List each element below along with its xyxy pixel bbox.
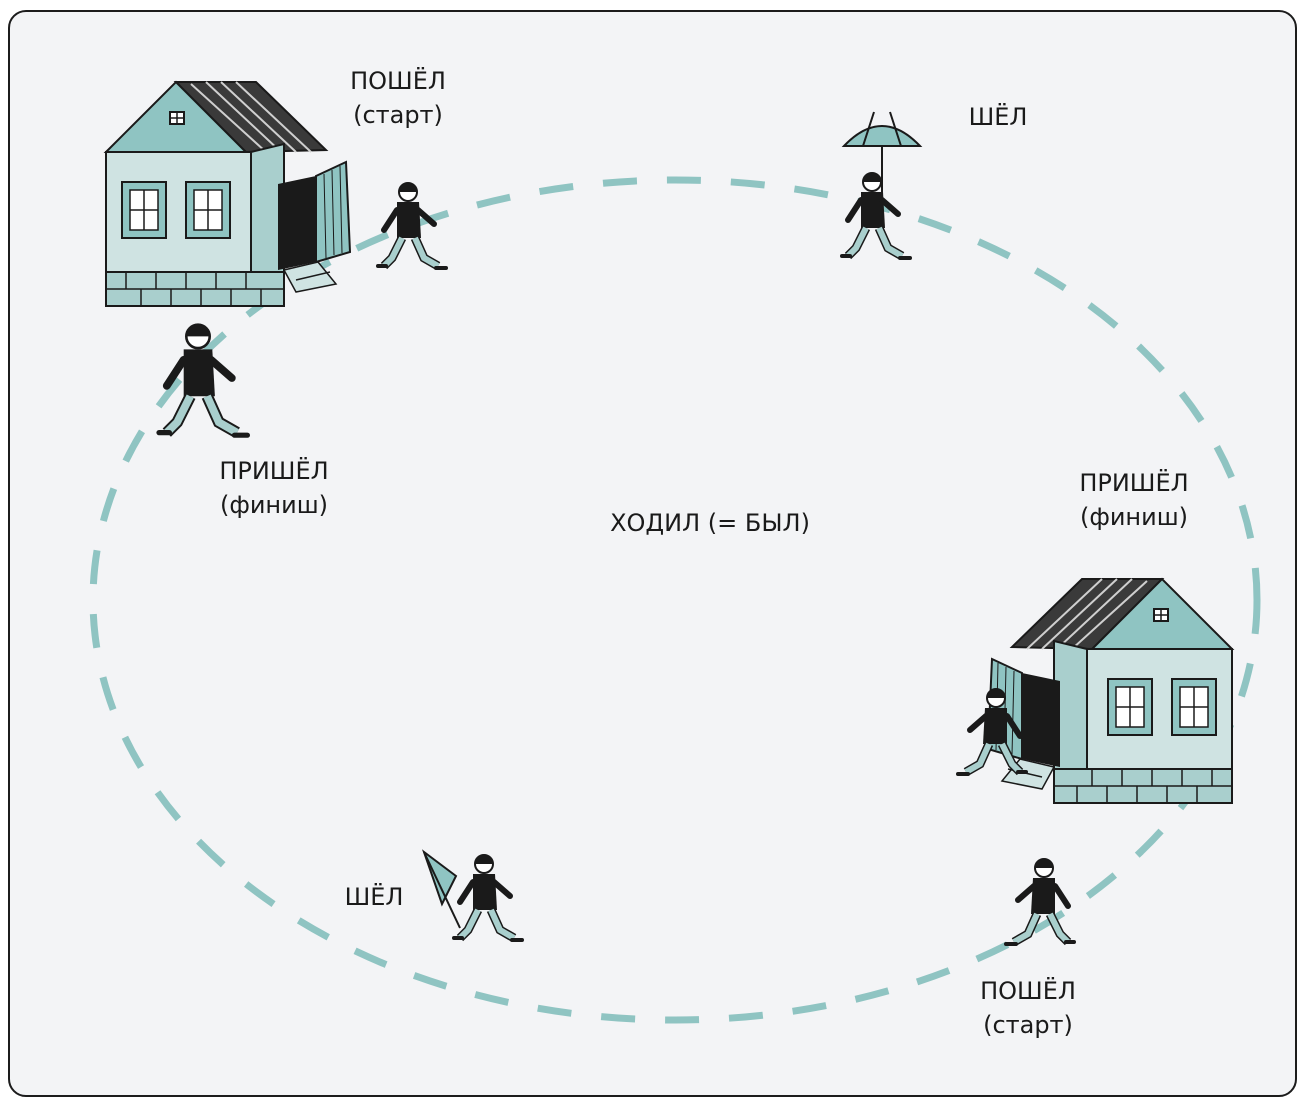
label-walk-top: ШЁЛ	[958, 100, 1038, 134]
label-finish-right-title: ПРИШЁЛ	[1079, 469, 1189, 497]
label-start-top: ПОШЁЛ (старт)	[338, 64, 458, 132]
diagram-scene	[89, 81, 1261, 1024]
label-start-bottom: ПОШЁЛ (старт)	[968, 974, 1088, 1042]
label-start-top-sub: (старт)	[353, 101, 443, 129]
label-walk-bottom-title: ШЁЛ	[344, 883, 404, 911]
label-finish-left-sub: (финиш)	[219, 491, 329, 519]
house-top-left	[105, 81, 351, 307]
label-center-title: ХОДИЛ (= БЫЛ)	[610, 509, 810, 537]
label-finish-right: ПРИШЁЛ (финиш)	[1066, 466, 1202, 534]
label-start-top-title: ПОШЁЛ	[350, 67, 446, 95]
person-umbrella-bottom	[421, 849, 522, 940]
label-start-bottom-sub: (старт)	[983, 1011, 1073, 1039]
label-center: ХОДИЛ (= БЫЛ)	[590, 506, 830, 540]
label-finish-left-title: ПРИШЁЛ	[219, 457, 329, 485]
label-finish-left: ПРИШЁЛ (финиш)	[206, 454, 342, 522]
label-walk-top-title: ШЁЛ	[968, 103, 1028, 131]
house-bottom-right	[987, 578, 1233, 804]
path-circle	[89, 176, 1261, 1024]
label-walk-bottom: ШЁЛ	[334, 880, 414, 914]
person-umbrella-top	[842, 111, 923, 258]
person-finish-left	[159, 325, 247, 436]
label-finish-right-sub: (финиш)	[1079, 503, 1189, 531]
person-start-top	[378, 183, 446, 268]
diagram-frame: ПОШЁЛ (старт) ШЁЛ ПРИШЁЛ (финиш) ХОДИЛ (…	[8, 10, 1297, 1097]
label-start-bottom-title: ПОШЁЛ	[980, 977, 1076, 1005]
person-start-bottom	[1006, 859, 1074, 944]
